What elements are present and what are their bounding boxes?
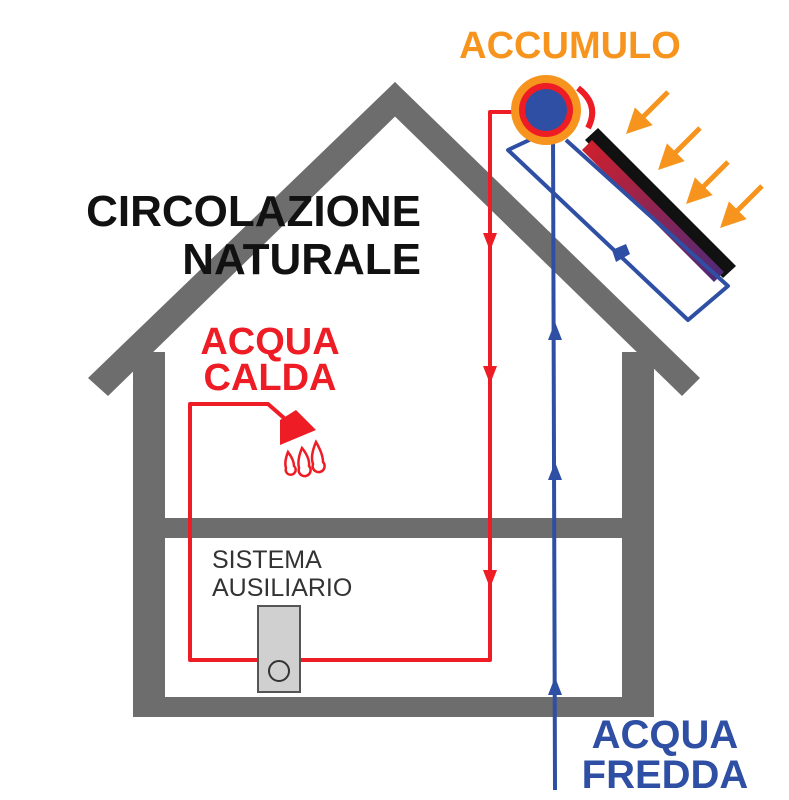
floor-middle: [165, 518, 622, 538]
cold-flow-arrows: [548, 244, 630, 695]
cold-water-label-line-1: ACQUA: [592, 713, 739, 757]
boiler-to-shower-pipe: [188, 402, 286, 662]
hot-water-label-line-1: ACQUA: [200, 321, 339, 363]
aux-system-label-line-1: SISTEMA: [212, 546, 322, 574]
wall-right: [622, 352, 654, 717]
hot-flow-arrows: [483, 233, 497, 588]
boiler-icon: [257, 605, 301, 693]
cold-water-label-line-2: FREDDA: [582, 753, 749, 797]
solar-panel-frame: [585, 128, 736, 278]
wall-left: [133, 352, 165, 717]
storage-hot-outlet: [576, 85, 596, 130]
floor-ground: [133, 697, 654, 717]
hot-water-pipe: [300, 110, 522, 662]
solar-panel-absorber: [582, 140, 724, 282]
shower-head-icon: [280, 410, 326, 478]
title-line-1: CIRCOLAZIONE: [86, 187, 421, 236]
title-line-2: NATURALE: [182, 235, 421, 284]
roof-right-slope: [378, 82, 700, 396]
sun-rays-icon: [626, 90, 764, 228]
roof-left-slope: [88, 82, 412, 396]
solar-panel-icon: [582, 128, 736, 282]
collector-loop: [506, 133, 730, 322]
aux-system-label-line-2: AUSILIARIO: [212, 574, 352, 602]
hot-water-label-line-2: CALDA: [204, 357, 337, 399]
storage-tank-icon: [511, 75, 581, 145]
storage-label: ACCUMULO: [459, 25, 681, 67]
hot-water-circuit: [188, 85, 596, 662]
house-outline: [88, 82, 700, 717]
